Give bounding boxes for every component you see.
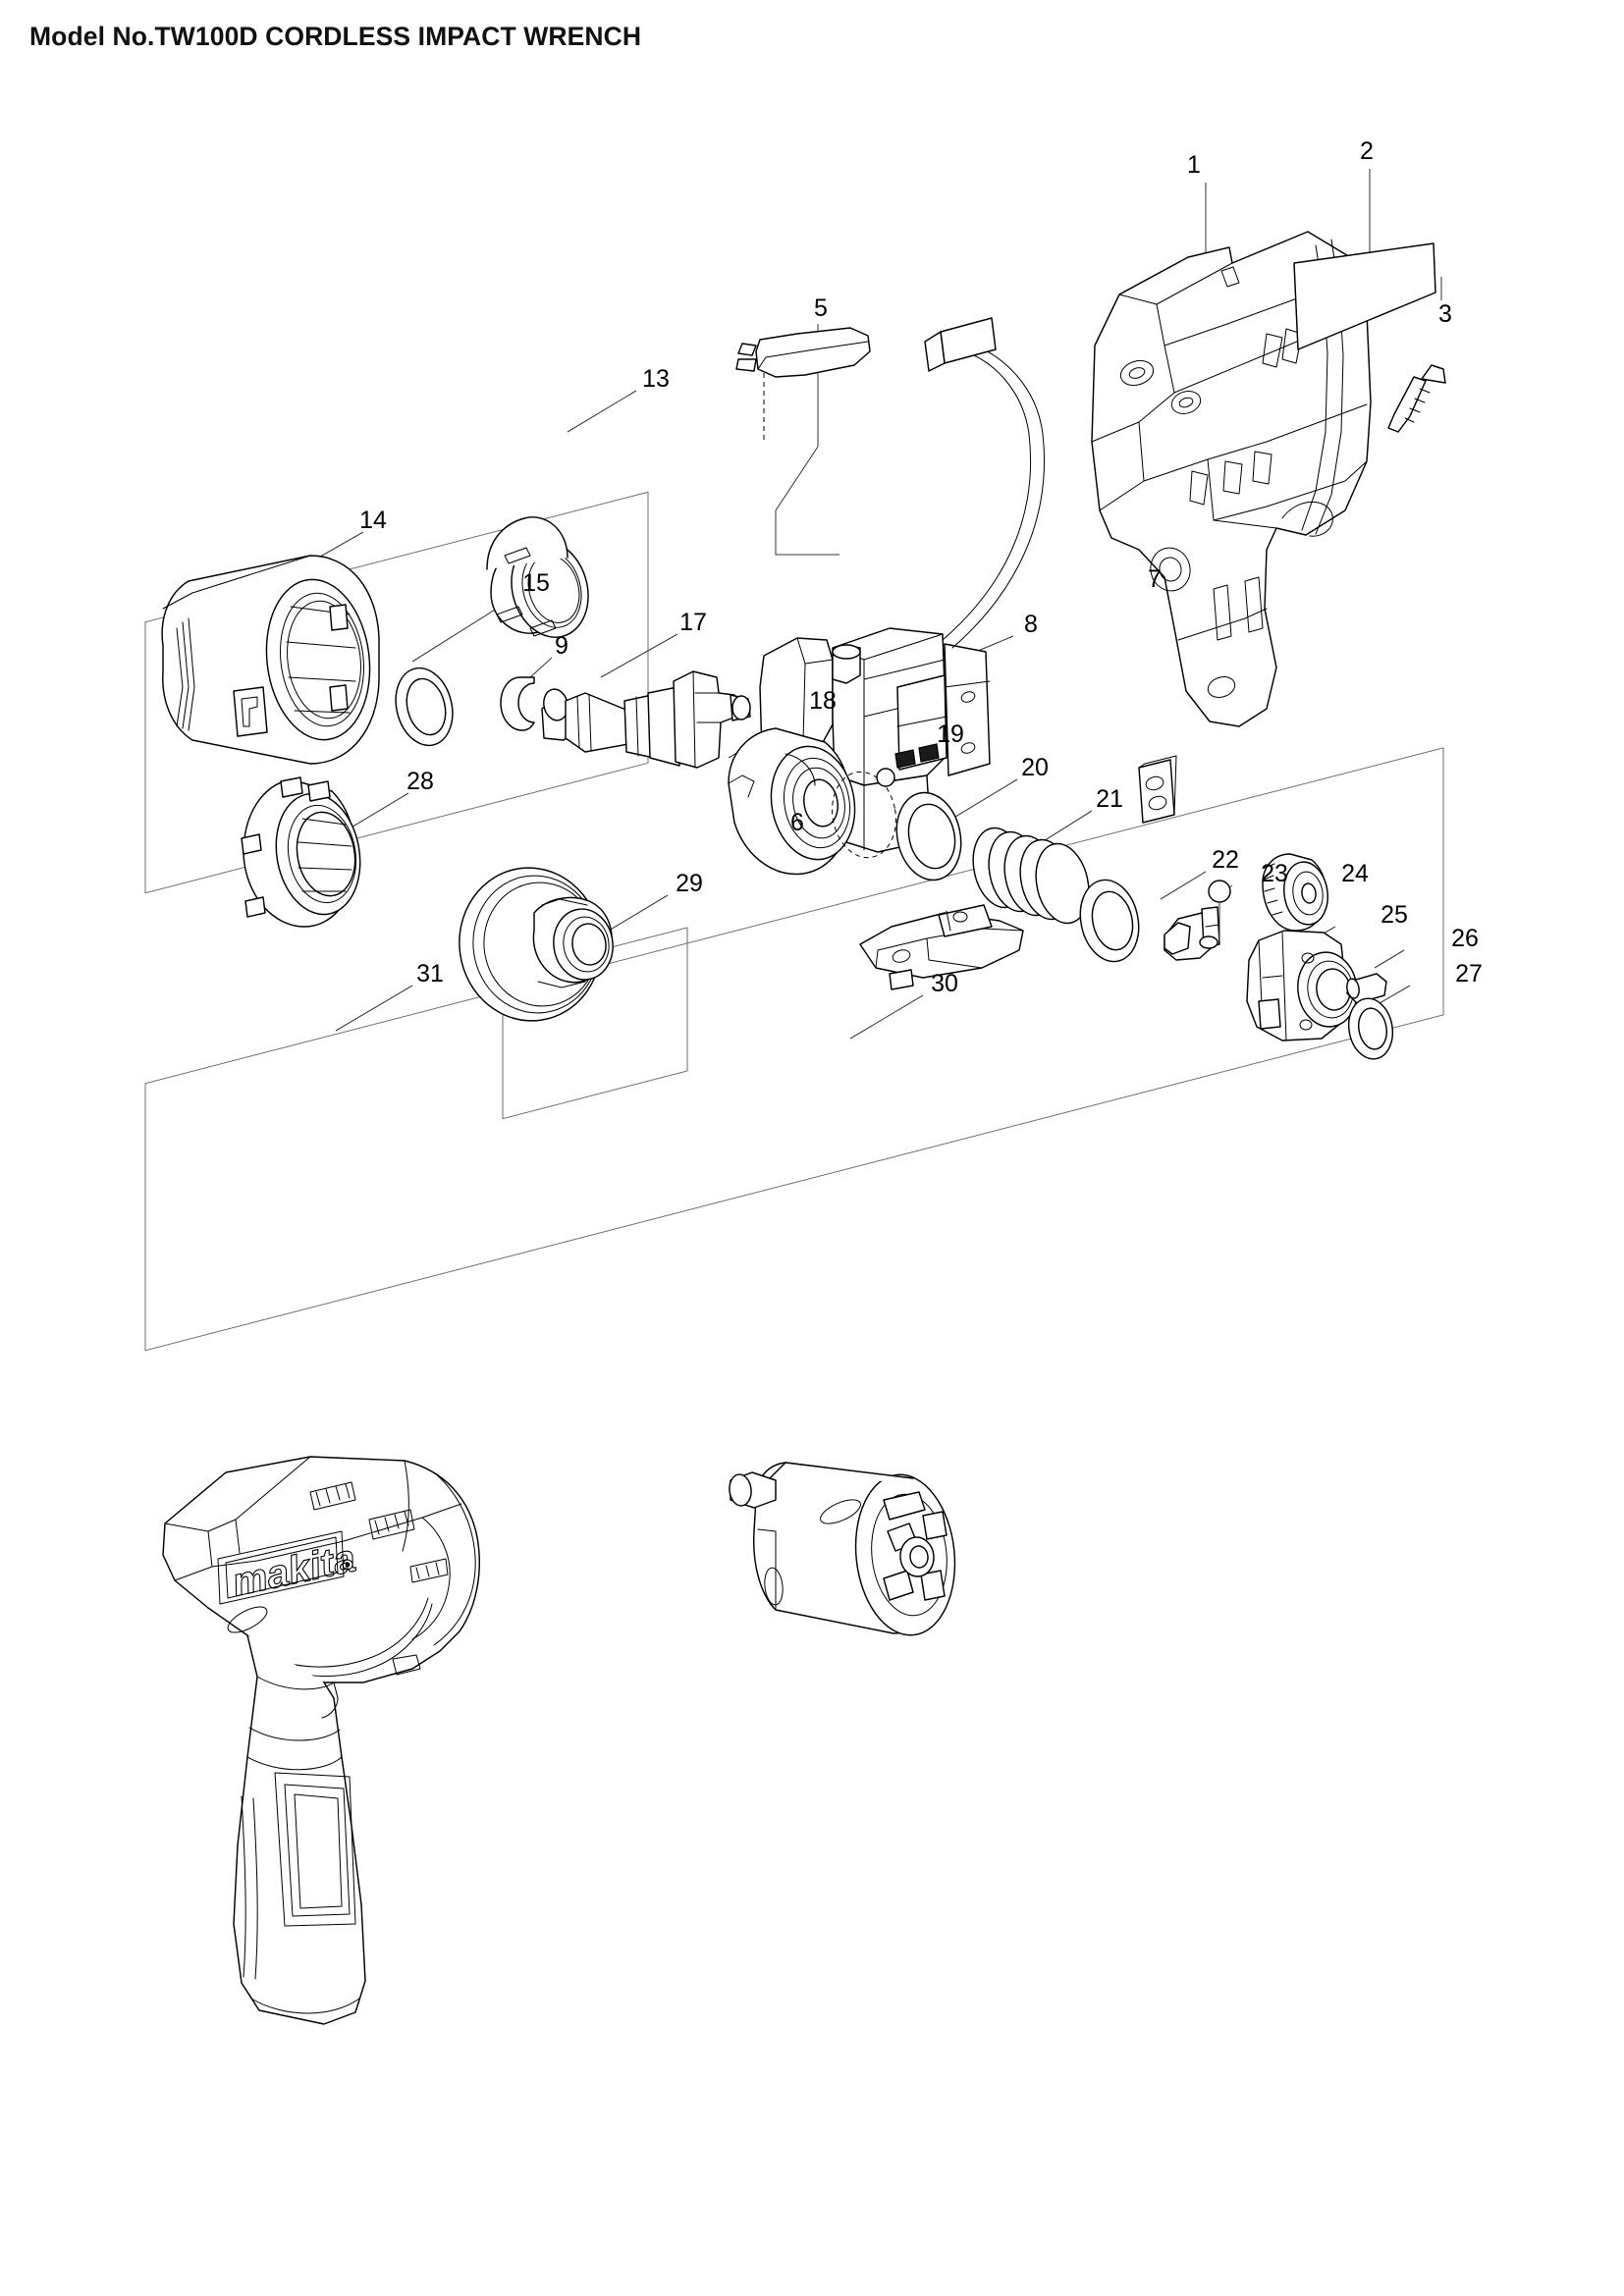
callout-3: 3 [1438, 300, 1452, 328]
callout-17: 17 [679, 609, 707, 636]
callout-15: 15 [522, 569, 550, 597]
part-name-plate [1293, 242, 1436, 350]
leader-30 [849, 994, 924, 1040]
part-anvil [541, 670, 751, 769]
callout-27: 27 [1455, 960, 1483, 988]
callout-26: 26 [1451, 925, 1479, 952]
part-steel-ball [832, 768, 896, 859]
part-pin [1346, 973, 1387, 1004]
part-internal-gear [241, 776, 361, 928]
leader-22 [1160, 871, 1207, 900]
page-title: Model No.TW100D CORDLESS IMPACT WRENCH [29, 22, 642, 51]
part-gear-case-cover [459, 867, 614, 1022]
callout-24: 24 [1341, 860, 1369, 887]
callout-9: 9 [555, 632, 568, 660]
part-flat-washer-15 [395, 667, 454, 747]
part-housing-right: makita [162, 1456, 480, 2025]
callout-2: 2 [1360, 137, 1374, 165]
part-pinion-gear [1262, 853, 1328, 969]
part-retaining-ring [500, 676, 535, 731]
callout-18: 18 [809, 687, 837, 715]
callout-21: 21 [1096, 785, 1123, 813]
callout-5: 5 [814, 294, 828, 322]
callout-14: 14 [359, 507, 387, 534]
callout-28: 28 [406, 768, 434, 795]
part-tapping-screw [1387, 364, 1446, 433]
callout-25: 25 [1380, 901, 1408, 929]
part-reversing-lever [735, 327, 871, 442]
callout-31: 31 [416, 960, 444, 988]
part-hammer-case [161, 555, 380, 765]
part-flat-washer-27 [1347, 997, 1394, 1060]
leader-17 [600, 633, 678, 678]
part-hammer [728, 727, 856, 876]
callout-8: 8 [1024, 611, 1038, 638]
callout-7: 7 [1148, 565, 1162, 593]
callout-1: 1 [1187, 151, 1201, 179]
part-switch-assembly [759, 317, 1045, 853]
part-steel-ball-small [1208, 880, 1231, 940]
part-washer-20 [895, 791, 962, 881]
callout-20: 20 [1021, 754, 1049, 781]
callout-29: 29 [676, 870, 703, 897]
callout-23: 23 [1261, 860, 1288, 887]
part-sleeve [486, 516, 589, 638]
part-spindle [1079, 879, 1220, 963]
callout-labels: 1 2 3 5 6 7 8 9 13 14 15 17 18 19 20 21 … [359, 137, 1483, 997]
callout-19: 19 [937, 721, 964, 748]
callout-30: 30 [931, 970, 958, 997]
part-dc-motor [729, 1462, 956, 1636]
callout-6: 6 [790, 809, 804, 836]
part-compression-spring [972, 827, 1090, 925]
leader-9 [529, 657, 553, 678]
leader-31 [335, 985, 413, 1032]
part-terminal-plate [1138, 755, 1177, 824]
callout-22: 22 [1212, 846, 1239, 874]
group-box-upper-left [144, 491, 649, 894]
part-gear-assembly [1246, 930, 1358, 1041]
leader-13 [567, 390, 637, 433]
group-box-anvil [502, 927, 688, 1120]
callout-13: 13 [642, 365, 670, 393]
part-brush-holder-plate [859, 904, 1024, 990]
leader-26 [1374, 949, 1405, 969]
leader-5b [775, 446, 839, 556]
